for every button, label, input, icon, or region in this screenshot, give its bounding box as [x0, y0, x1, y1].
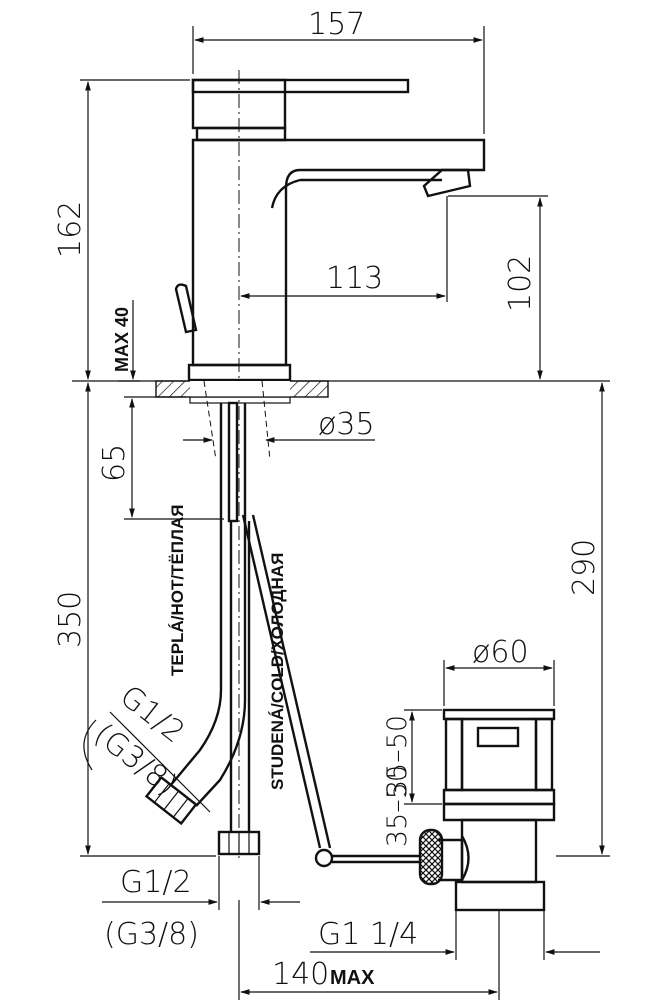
dim-157-label: 157	[308, 7, 365, 42]
dim-162: 162	[53, 79, 190, 380]
dim-350-label: 350	[53, 591, 88, 648]
dim-113: 113	[240, 196, 448, 302]
dim-g12-cold-label: G1/2	[120, 865, 192, 900]
dim-140-label: 140	[272, 957, 329, 992]
dim-g1-14: G1 1/4	[310, 910, 600, 960]
dim-157: 157	[192, 7, 485, 134]
hot-hose	[144, 403, 247, 826]
popup-lever	[174, 283, 198, 334]
dim-35-50-label-b: 35–50	[382, 765, 413, 847]
dim-35-50-label-a: 35–50	[382, 715, 413, 797]
aerator	[422, 168, 472, 198]
dim-113-label: 113	[326, 261, 383, 296]
dim-140: 140 MAX	[238, 900, 500, 1000]
dim-102-label: 102	[503, 255, 538, 312]
dim-diam35-label: ø35	[318, 407, 375, 442]
dim-35-50: 35–50 35–50	[382, 709, 442, 847]
dim-max40: MAX 40	[112, 300, 140, 382]
lever-handle	[191, 78, 410, 94]
dim-290: 290	[556, 382, 610, 857]
mounting-stud	[203, 380, 271, 523]
hot-hose-label: TEPLÁ/HOT/TЁПЛАЯ	[168, 505, 187, 676]
dim-140-max-label: MAX	[330, 967, 375, 989]
cold-hose-label: STUDENÁ/COLD/ХОЛОДНАЯ	[268, 553, 287, 790]
dim-65: 65	[97, 396, 224, 520]
dim-diam60: ø60	[443, 635, 555, 706]
dim-hot-thread: G1/2 (G3/8)	[83, 679, 211, 813]
dim-162-label: 162	[53, 201, 88, 258]
faucet-main-body	[191, 138, 486, 367]
cold-hose	[217, 521, 261, 856]
dim-max40-label: MAX 40	[112, 307, 132, 372]
dim-diam35: ø35	[183, 407, 375, 443]
dim-102: 102	[448, 195, 548, 380]
dim-290-label: 290	[567, 539, 602, 596]
dim-diam60-label: ø60	[472, 635, 529, 670]
faucet-body	[174, 78, 486, 382]
pop-up-waste	[418, 708, 556, 912]
dim-65-label: 65	[97, 444, 132, 482]
popup-rod	[241, 514, 420, 868]
dim-g38-cold-label: (G3/8)	[104, 917, 199, 952]
dim-g1-14-label: G1 1/4	[318, 917, 418, 952]
countertop	[72, 380, 610, 404]
dim-350: 350	[53, 382, 216, 857]
dim-cold-thread: G1/2 (G3/8)	[102, 856, 300, 952]
